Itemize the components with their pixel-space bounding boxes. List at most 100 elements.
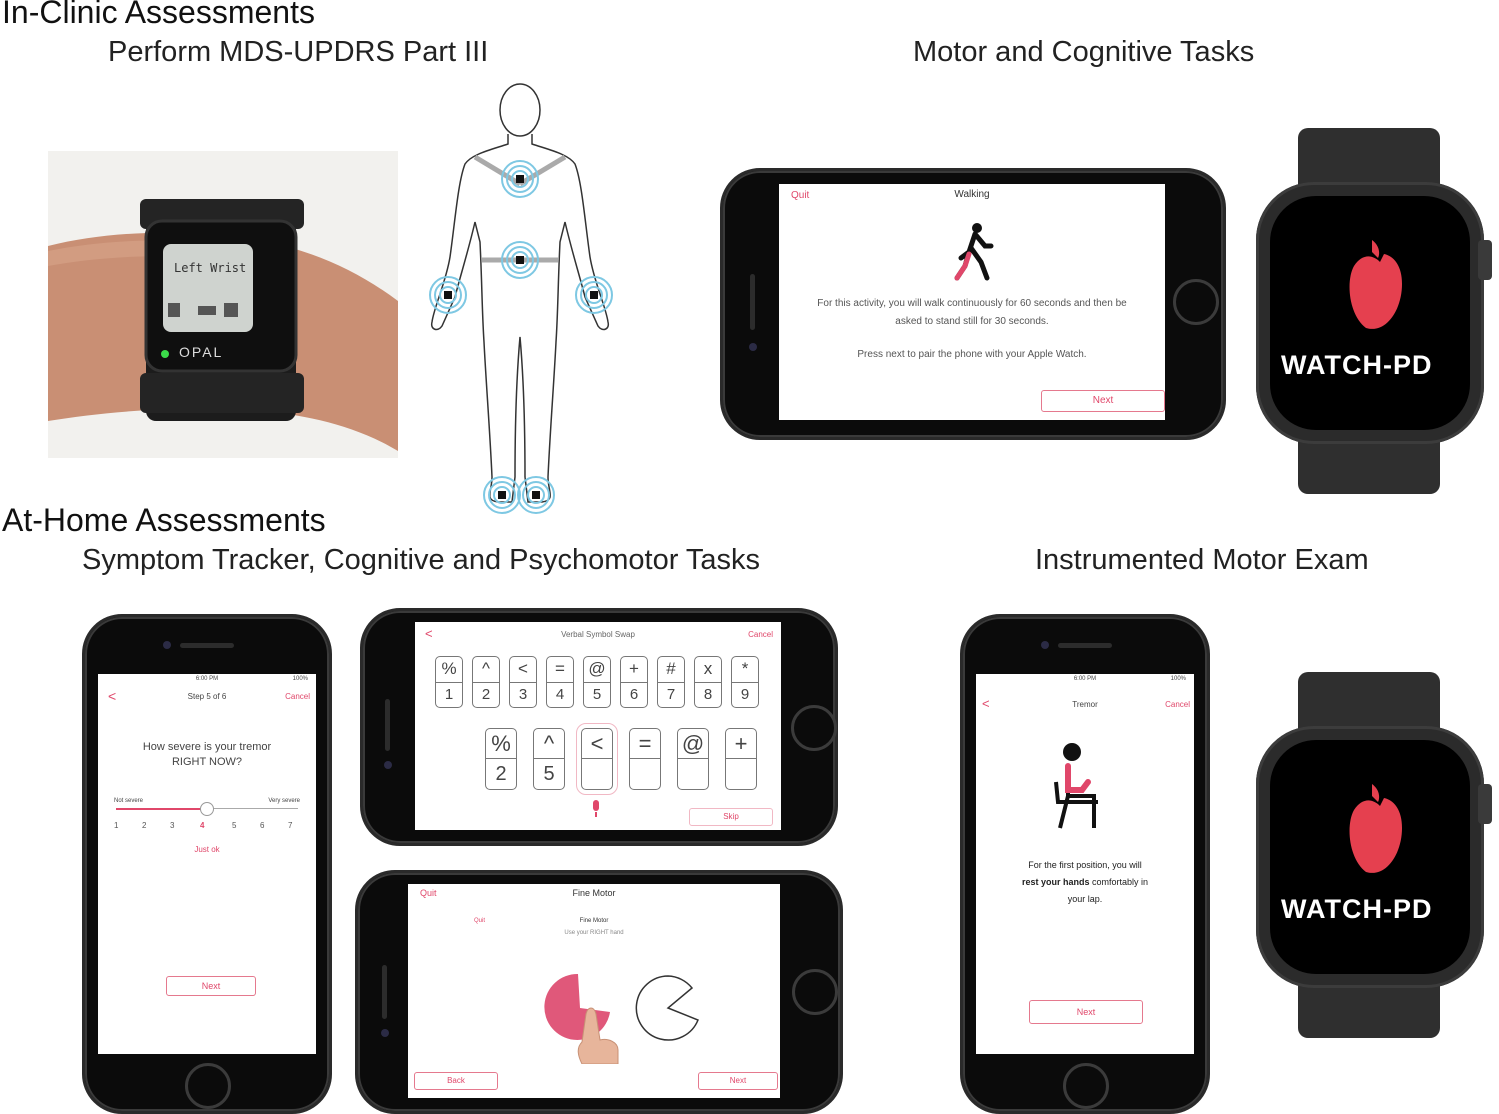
symbol-key: ^2 — [472, 656, 500, 708]
question-line-2: RIGHT NOW? — [171, 756, 243, 768]
inner-quit-button[interactable]: Quit — [474, 918, 486, 924]
walking-person-icon — [954, 223, 994, 281]
home-button[interactable] — [791, 705, 837, 751]
walking-screen: Quit Walking For this activity, you will… — [779, 184, 1165, 420]
slider-thumb[interactable] — [200, 802, 214, 816]
scale-tick-5: 5 — [232, 821, 237, 830]
symbol-key: <3 — [509, 656, 537, 708]
tremor-exam-screen: 6:00 PM 100% < Tremor Cancel For the fir… — [976, 674, 1194, 1054]
opal-brand-text: OPAL — [179, 344, 224, 360]
answer-symbol: = — [638, 731, 652, 756]
instruction-rest: comfortably in — [1089, 877, 1149, 887]
status-battery: 100% — [1170, 676, 1186, 682]
fine-motor-targets — [544, 973, 699, 1064]
key-number: 5 — [584, 682, 610, 707]
quit-button[interactable]: Quit — [791, 190, 810, 201]
answer-slot-active[interactable]: < — [576, 723, 618, 795]
key-number: 6 — [621, 682, 647, 707]
symbol-swap-title: Verbal Symbol Swap — [561, 630, 635, 639]
subtitle-mds-updrs: Perform MDS-UPDRS Part III — [108, 36, 489, 68]
fine-motor-title: Fine Motor — [572, 888, 616, 898]
watch-pd-brand: WATCH-PD — [1281, 894, 1433, 924]
key-symbol: % — [441, 659, 457, 678]
quit-button[interactable]: Quit — [420, 888, 437, 898]
tremor-next-button[interactable]: Next — [1029, 1000, 1143, 1024]
question-line-1: How severe is your tremor — [142, 741, 272, 753]
instruction-text: Use your RIGHT hand — [564, 930, 624, 936]
back-button[interactable]: < — [982, 696, 990, 711]
walking-title: Walking — [954, 189, 990, 200]
severity-slider[interactable] — [116, 802, 298, 830]
watch-crown[interactable] — [1478, 240, 1492, 280]
answer-symbol: @ — [681, 731, 705, 756]
symbol-key: =4 — [546, 656, 574, 708]
scale-tick-4: 4 — [200, 821, 205, 830]
home-button[interactable] — [1063, 1063, 1109, 1109]
back-button[interactable]: < — [425, 626, 433, 641]
symbol-key: *9 — [731, 656, 759, 708]
answer-number — [582, 758, 612, 789]
key-symbol: = — [555, 659, 565, 678]
scale-max-label: Very severe — [268, 798, 300, 804]
walking-next-button[interactable]: Next — [1041, 390, 1165, 412]
key-symbol: * — [741, 659, 749, 678]
symbol-key: @5 — [583, 656, 611, 708]
symbol-key: +6 — [620, 656, 648, 708]
answer-symbol: % — [491, 731, 511, 756]
scale-tick-6: 6 — [260, 821, 265, 830]
inner-title: Fine Motor — [579, 918, 609, 924]
home-button[interactable] — [185, 1063, 231, 1109]
symbol-key: %1 — [435, 656, 463, 708]
fine-motor-next-button[interactable]: Next — [698, 1072, 778, 1090]
walking-desc-3: Press next to pair the phone with your A… — [857, 349, 1087, 360]
key-symbol: + — [629, 659, 639, 678]
target-circle-filled[interactable] — [544, 973, 610, 1040]
severity-scale: 1 2 3 4 5 6 7 — [110, 821, 306, 835]
home-button[interactable] — [1173, 279, 1219, 325]
scale-tick-2: 2 — [142, 821, 147, 830]
cancel-button[interactable]: Cancel — [748, 630, 773, 639]
back-button[interactable]: < — [108, 688, 117, 704]
skip-button[interactable]: Skip — [689, 808, 773, 826]
microphone-icon[interactable] — [591, 800, 601, 818]
answer-slot[interactable]: + — [725, 728, 757, 790]
step-indicator: Step 5 of 6 — [187, 692, 227, 701]
scale-tick-1: 1 — [114, 821, 119, 830]
phone-tremor-exam: 6:00 PM 100% < Tremor Cancel For the fir… — [960, 614, 1210, 1114]
survey-next-button[interactable]: Next — [166, 976, 256, 996]
key-number: 8 — [695, 682, 721, 707]
status-battery: 100% — [292, 676, 308, 682]
scale-tick-3: 3 — [170, 821, 175, 830]
phone-tremor-survey: 6:00 PM 100% < Step 5 of 6 Cancel How se… — [82, 614, 332, 1114]
answer-slot[interactable]: @ — [677, 728, 709, 790]
symbol-swap-screen: < Verbal Symbol Swap Cancel %1^2<3=4@5+6… — [415, 622, 781, 830]
opal-photo-illustration — [48, 199, 398, 451]
answer-label: Just ok — [194, 845, 220, 854]
answer-slot[interactable]: = — [629, 728, 661, 790]
watch-screen: WATCH-PD — [1270, 196, 1470, 430]
key-number: 4 — [547, 682, 573, 707]
back-button[interactable]: Back — [414, 1072, 498, 1090]
answer-number — [630, 758, 660, 789]
subtitle-instrumented-exam: Instrumented Motor Exam — [1035, 544, 1369, 576]
home-button[interactable] — [792, 969, 838, 1015]
key-number: 7 — [658, 682, 684, 707]
answer-slot[interactable]: ^5 — [533, 728, 565, 790]
answer-number — [678, 758, 708, 789]
tremor-instruction-line-3: your lap. — [1067, 894, 1103, 904]
cancel-button[interactable]: Cancel — [285, 692, 310, 701]
watch-pd-logo-icon — [1349, 240, 1402, 329]
status-time: 6:00 PM — [1073, 676, 1097, 682]
target-circle-outline[interactable] — [635, 975, 699, 1041]
phone-fine-motor: Quit Fine Motor Quit Fine Motor Use your… — [355, 870, 843, 1114]
seated-person-icon — [1054, 743, 1098, 829]
key-symbol: @ — [588, 659, 606, 678]
section-title-in-clinic: In-Clinic Assessments — [2, 0, 315, 30]
cancel-button[interactable]: Cancel — [1165, 700, 1190, 709]
watch-crown[interactable] — [1478, 784, 1492, 824]
answer-slot[interactable]: %2 — [485, 728, 517, 790]
walking-desc-1: For this activity, you will walk continu… — [817, 298, 1127, 309]
key-symbol: # — [666, 659, 676, 678]
